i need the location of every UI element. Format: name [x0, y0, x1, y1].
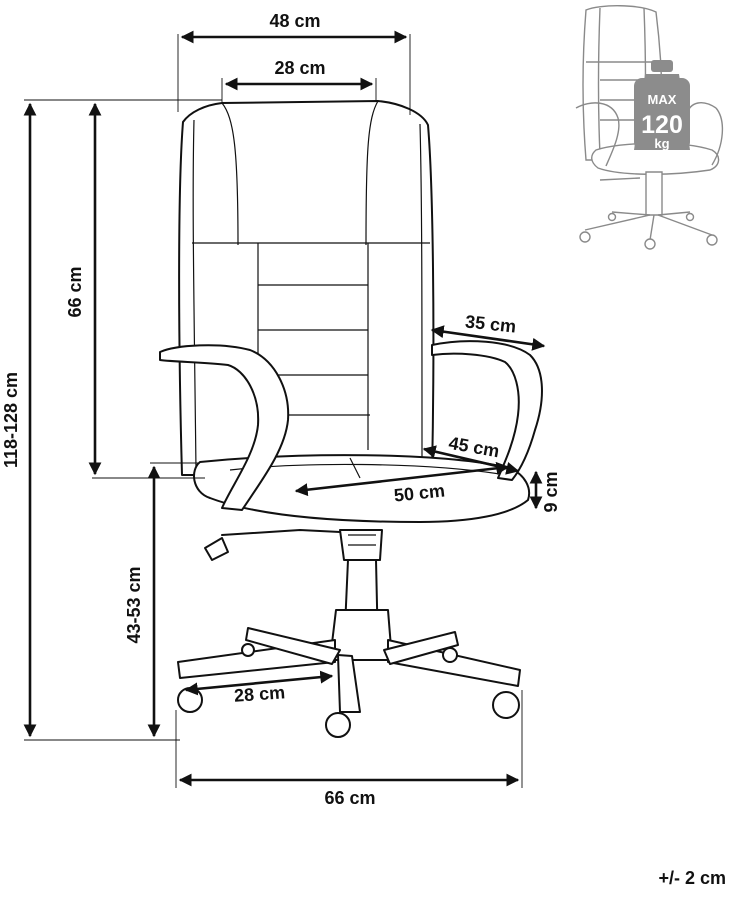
dim-leg-arrow: [184, 670, 334, 696]
max-load-thumbnail: MAX 120 kg: [575, 5, 724, 250]
max-load-value: 120: [641, 111, 683, 139]
dim-armrest-arrow: [430, 325, 546, 351]
label-base-width: 66 cm: [324, 788, 375, 808]
label-seat-height: 43-53 cm: [124, 566, 144, 643]
label-back-outer-width: 48 cm: [269, 11, 320, 31]
label-leg-length: 28 cm: [233, 682, 285, 706]
max-load-unit: kg: [654, 136, 669, 151]
label-total-height: 118-128 cm: [1, 372, 21, 468]
label-armrest-length: 35 cm: [464, 311, 517, 336]
label-seat-thickness: 9 cm: [541, 471, 561, 512]
dimension-labels: 48 cm 28 cm 118-128 cm 66 cm 43-53 cm 35…: [1, 11, 561, 808]
dim-seat-width-arrow: [294, 461, 510, 497]
tolerance-note: +/- 2 cm: [658, 868, 726, 888]
dimension-arrows: [23, 30, 546, 787]
label-backrest-height: 66 cm: [65, 266, 85, 317]
chair-drawing: [159, 100, 543, 738]
weight-icon: MAX 120 kg: [634, 60, 690, 151]
max-label: MAX: [648, 92, 677, 107]
label-back-inner-width: 28 cm: [274, 58, 325, 78]
